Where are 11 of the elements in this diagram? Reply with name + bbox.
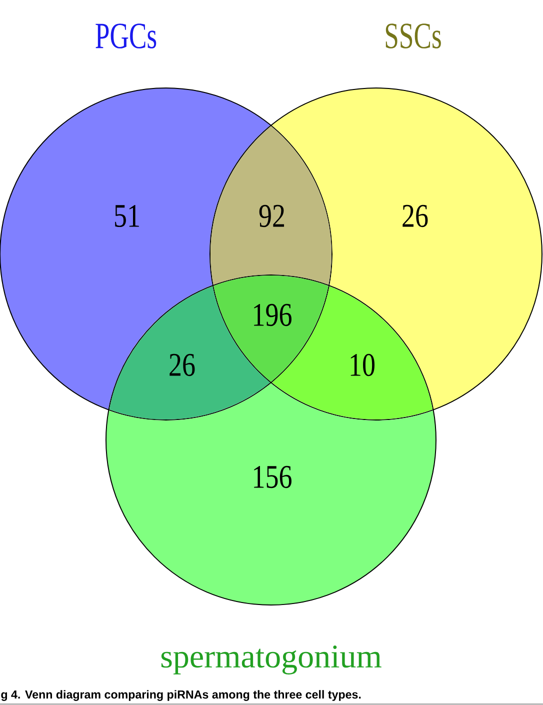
- set-label: spermatogonium: [161, 646, 382, 674]
- count-label: 10: [350, 354, 374, 376]
- count-label: 92: [259, 204, 284, 228]
- count-label: 156: [254, 466, 292, 488]
- count-label: 51: [115, 204, 139, 228]
- count-label: 196: [254, 304, 292, 326]
- count-label: 26: [170, 354, 195, 376]
- set-label: SSCs: [386, 24, 441, 48]
- count-label: 26: [402, 204, 428, 228]
- caption: g 4. Venn diagram comparing piRNAs among the three cell types.: [1, 690, 361, 701]
- set-label: PGCs: [96, 24, 156, 48]
